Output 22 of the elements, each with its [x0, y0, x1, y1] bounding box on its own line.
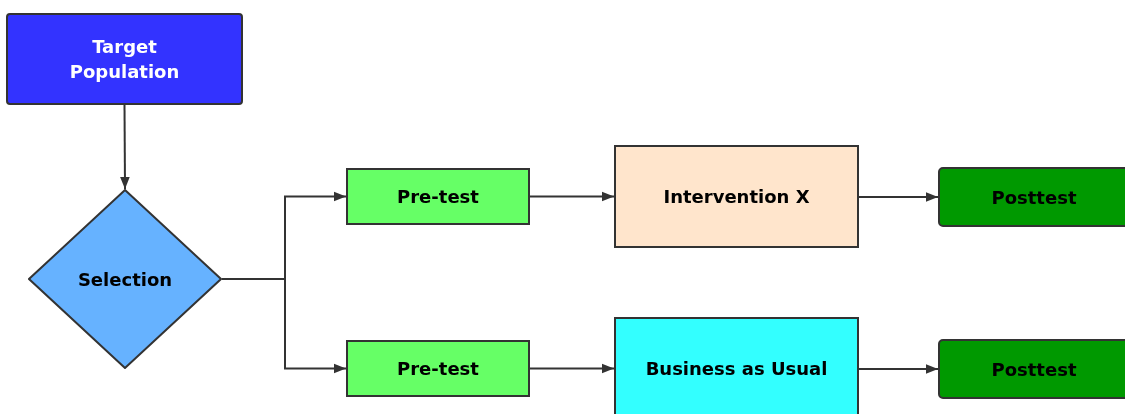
arrow: [120, 104, 130, 190]
arrow: [221, 278, 347, 374]
end-box: [938, 339, 1125, 399]
node-label: Pre-test: [397, 357, 479, 381]
node-label: Pre-test: [397, 185, 479, 209]
node-label: Selection: [77, 267, 173, 292]
decision-diamond: [28, 189, 222, 369]
process-box: [346, 168, 530, 225]
node-label: Target Population: [68, 35, 181, 84]
node-label: Intervention X: [663, 185, 810, 209]
start-box: [6, 13, 243, 105]
node-label: Posttest: [991, 185, 1077, 210]
node-label: Posttest: [991, 357, 1077, 382]
node-label: Business as Usual: [645, 357, 828, 381]
process-box: [614, 145, 859, 248]
arrow: [529, 191, 615, 202]
arrow: [529, 363, 615, 374]
end-box: [938, 167, 1125, 227]
process-box: [346, 340, 530, 397]
arrow: [858, 192, 939, 202]
arrow: [858, 364, 939, 374]
process-box: [614, 317, 859, 414]
